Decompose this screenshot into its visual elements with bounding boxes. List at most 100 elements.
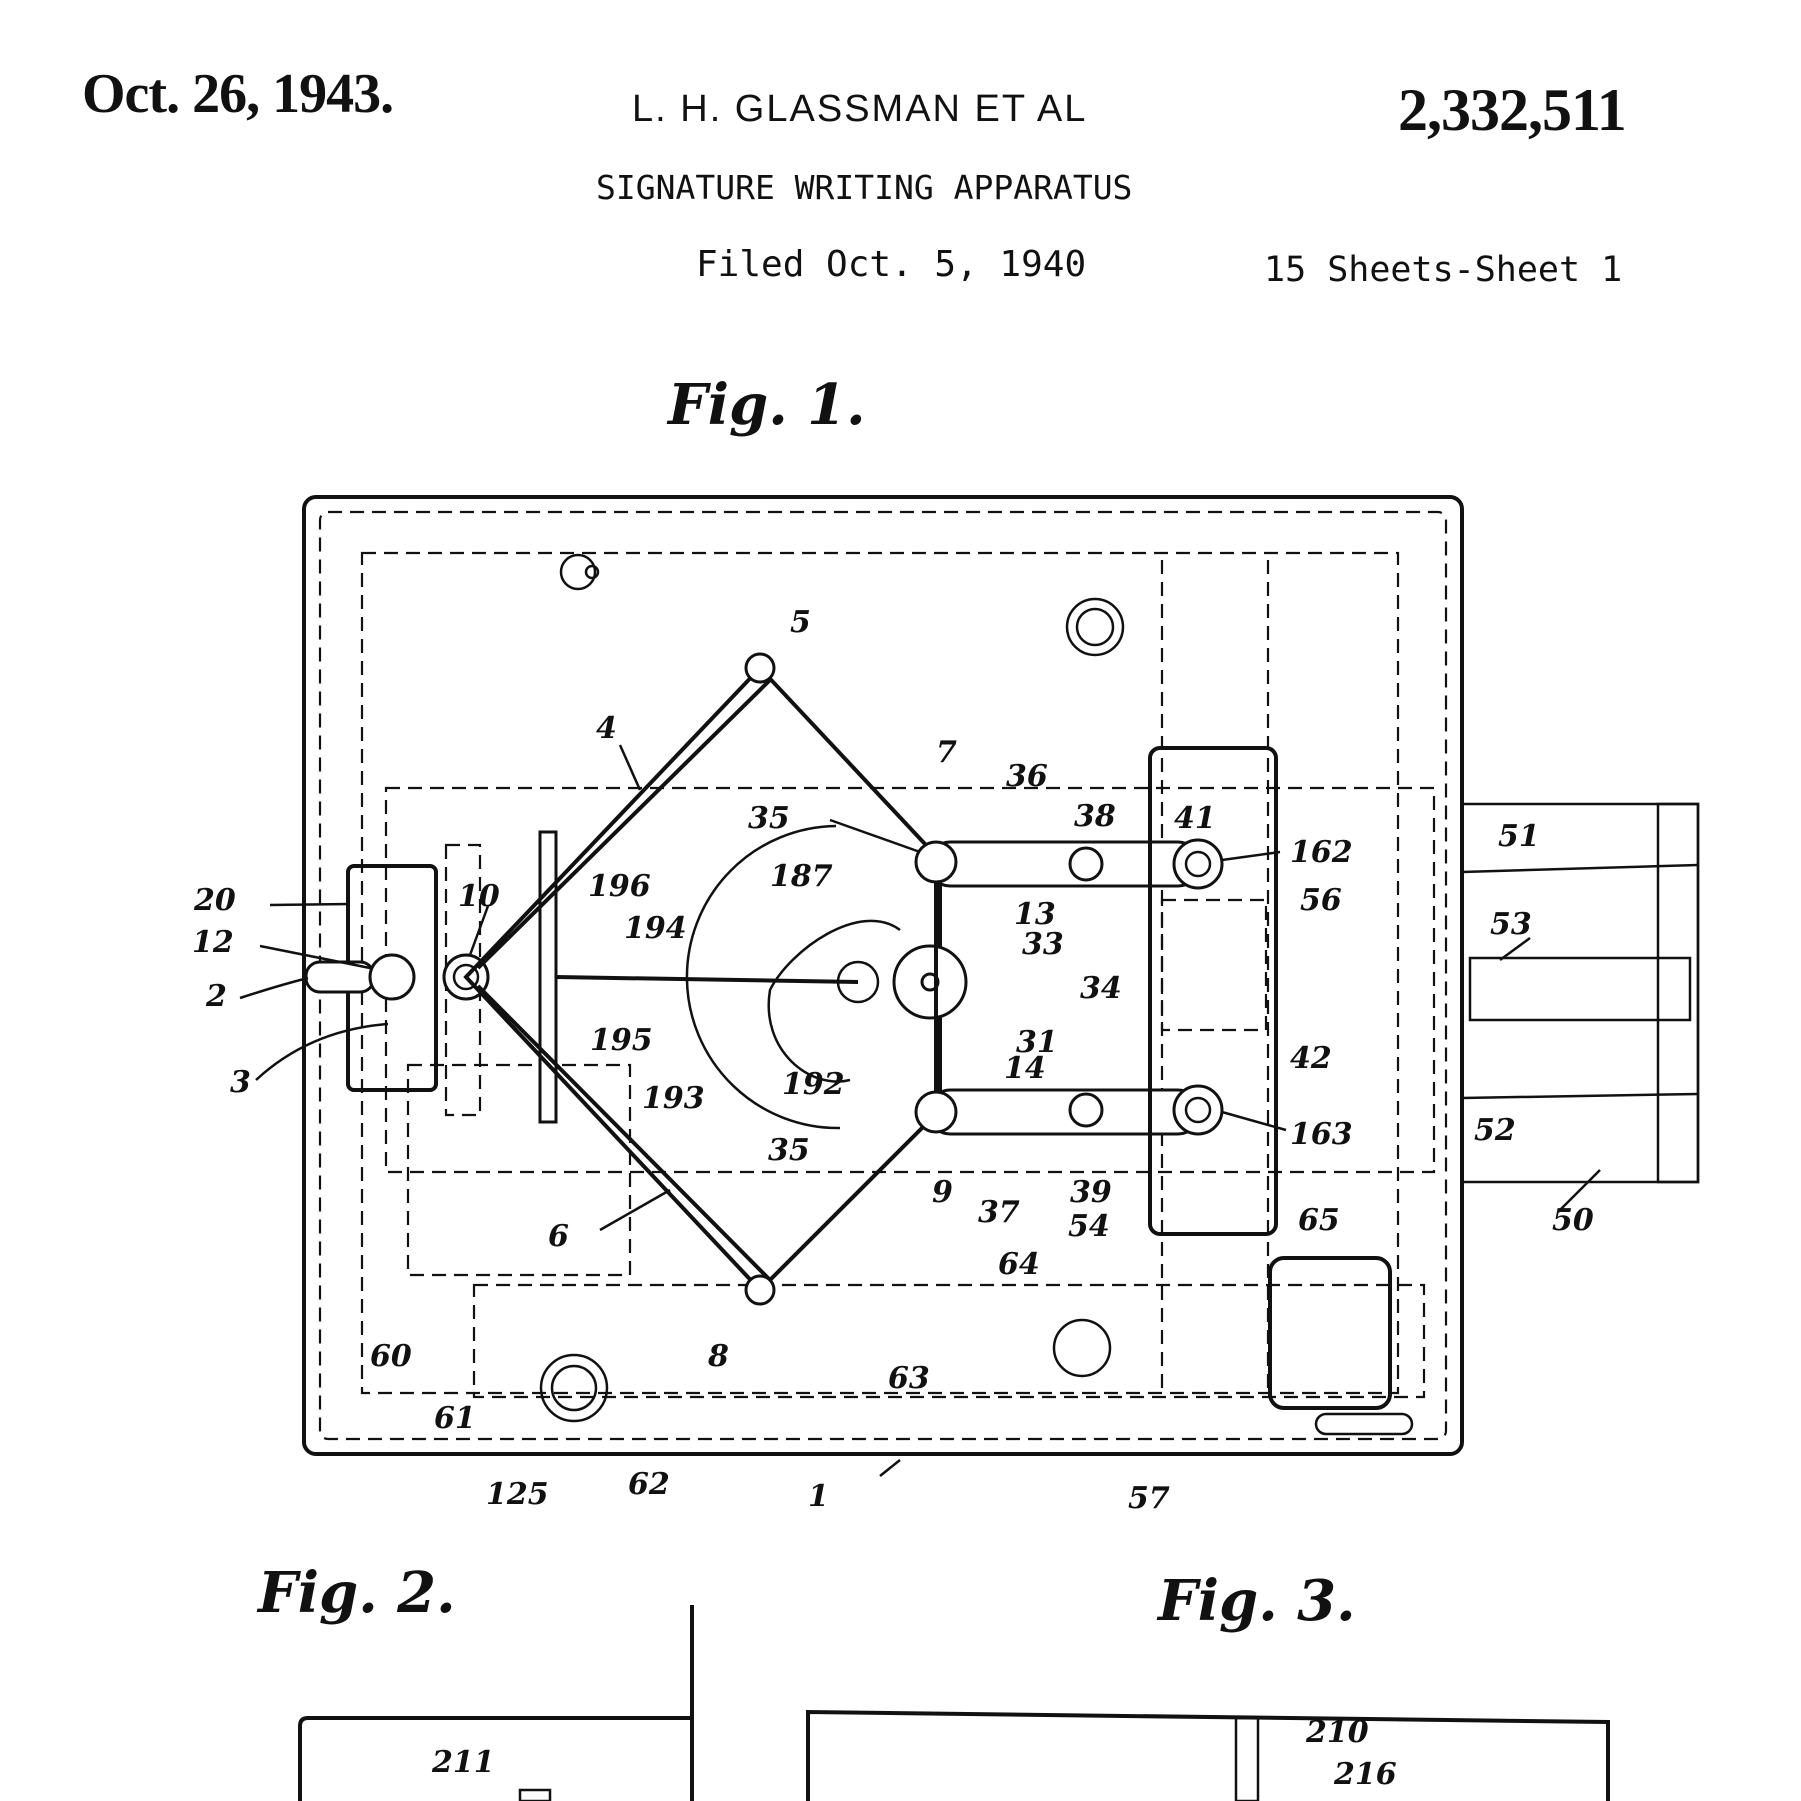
patent-title: SIGNATURE WRITING APPARATUS — [596, 168, 1133, 207]
motor-dial-icon — [1052, 1318, 1112, 1378]
ref-187: 187 — [770, 859, 833, 894]
housing-inner-dashed — [318, 510, 1448, 1441]
leader-2 — [239, 976, 309, 1000]
figure-2-drawing — [298, 1605, 694, 1801]
ref-54: 54 — [1068, 1209, 1110, 1244]
ref-62: 62 — [628, 1467, 670, 1502]
leader-4 — [618, 744, 642, 791]
ref-3: 3 — [230, 1065, 251, 1100]
linkage-pivot-left-inner — [452, 963, 480, 991]
ref-9: 9 — [932, 1175, 953, 1210]
pivot-35-bottom — [914, 1090, 958, 1134]
ref-7: 7 — [936, 735, 957, 770]
sheet-count: 15 Sheets-Sheet 1 — [1264, 250, 1623, 290]
inventor-name: L. H. GLASSMAN ET AL — [632, 88, 1088, 130]
screw-head-icon — [584, 564, 600, 580]
leader-163 — [1221, 1110, 1287, 1132]
knob-inner-icon — [1075, 607, 1115, 647]
ref-193: 193 — [642, 1081, 705, 1116]
figure-1-label: Fig. 1. — [668, 372, 866, 438]
link-arm-4 — [476, 678, 772, 970]
ref-216: 216 — [1333, 1757, 1397, 1792]
link-37 — [928, 1088, 1200, 1136]
fig2-housing — [298, 1716, 692, 1801]
ref-2: 2 — [205, 979, 227, 1014]
ref-38: 38 — [1074, 799, 1116, 834]
link-36 — [928, 840, 1200, 888]
ref-6: 6 — [548, 1219, 569, 1254]
cam-profile — [767, 919, 901, 1083]
ref-211: 211 — [431, 1745, 495, 1780]
ref-51: 51 — [1498, 819, 1540, 854]
ref-65: 65 — [1298, 1203, 1340, 1238]
figure-3-label: Fig. 3. — [1158, 1568, 1356, 1634]
leader-53 — [1499, 936, 1531, 962]
ref-1: 1 — [808, 1479, 829, 1514]
leader-35-top — [829, 818, 921, 854]
base-plate-dashed — [360, 551, 1400, 1395]
leader-20 — [269, 902, 351, 907]
speaker-grille-inner-icon — [550, 1364, 598, 1412]
ref-195: 195 — [590, 1023, 653, 1058]
filed-date: Filed Oct. 5, 1940 — [696, 244, 1087, 285]
leader-162 — [1221, 850, 1281, 862]
pivot-35-top — [914, 840, 958, 884]
pulley-41-inner — [1184, 850, 1212, 878]
ref-162: 162 — [1290, 835, 1353, 870]
ref-14: 14 — [1004, 1051, 1046, 1086]
leader-6 — [599, 1188, 671, 1232]
ref-194: 194 — [624, 911, 687, 946]
ref-64: 64 — [998, 1247, 1040, 1282]
ref-52: 52 — [1474, 1113, 1516, 1148]
leader-lines — [239, 744, 1601, 1477]
motor-65 — [1268, 1256, 1392, 1410]
ref-34: 34 — [1080, 971, 1122, 1006]
roller-39 — [1068, 1092, 1104, 1128]
ref-192: 192 — [782, 1067, 845, 1102]
ref-60: 60 — [370, 1339, 412, 1374]
pulley-42 — [1172, 1084, 1224, 1136]
carriage-block — [1148, 746, 1278, 1236]
leader-1 — [879, 1459, 901, 1477]
ref-35-top: 35 — [748, 801, 790, 836]
bottom-mechanism-dashed — [472, 1283, 1426, 1399]
ref-31: 31 — [1016, 1025, 1058, 1060]
feed-rack — [1468, 956, 1692, 1022]
pen-pivot — [368, 953, 416, 1001]
pulley-42-inner — [1184, 1096, 1212, 1124]
link-arm-6 — [476, 984, 772, 1282]
ref-13: 13 — [1014, 897, 1056, 932]
ref-163: 163 — [1290, 1117, 1353, 1152]
guide-rail — [538, 830, 558, 1124]
ref-39: 39 — [1070, 1175, 1112, 1210]
patent-number: 2,332,511 — [1398, 77, 1627, 143]
cam-hub — [836, 960, 880, 1004]
paper-edge-51 — [1461, 863, 1699, 874]
pulley-41 — [1172, 838, 1224, 890]
ref-196: 196 — [588, 869, 651, 904]
ref-125: 125 — [486, 1477, 549, 1512]
fig3-housing — [806, 1709, 1610, 1801]
leader-12 — [259, 944, 371, 970]
drive-rod — [555, 975, 859, 984]
roll-end — [1656, 802, 1700, 1184]
carriage-slot-dashed — [1160, 898, 1268, 1032]
ref-35-bottom: 35 — [768, 1133, 810, 1168]
pivot-8 — [744, 1274, 776, 1306]
reference-numerals: 1 2 3 4 5 6 7 8 9 10 12 13 14 20 31 33 3… — [192, 605, 1594, 1792]
lower-box-dashed — [406, 1063, 632, 1277]
fig3-shaft — [1234, 1716, 1260, 1801]
ref-4: 4 — [596, 711, 617, 746]
ref-56: 56 — [1300, 883, 1342, 918]
ref-5: 5 — [790, 605, 811, 640]
leader-3 — [255, 1022, 389, 1081]
roller-38 — [1068, 846, 1104, 882]
figure-3-drawing — [806, 1709, 1610, 1801]
ref-36: 36 — [1006, 759, 1048, 794]
ref-41: 41 — [1174, 801, 1216, 836]
ref-50: 50 — [1552, 1203, 1594, 1238]
screw-icon — [559, 553, 597, 591]
patent-date: Oct. 26, 1943. — [82, 63, 394, 125]
ref-33: 33 — [1022, 927, 1064, 962]
